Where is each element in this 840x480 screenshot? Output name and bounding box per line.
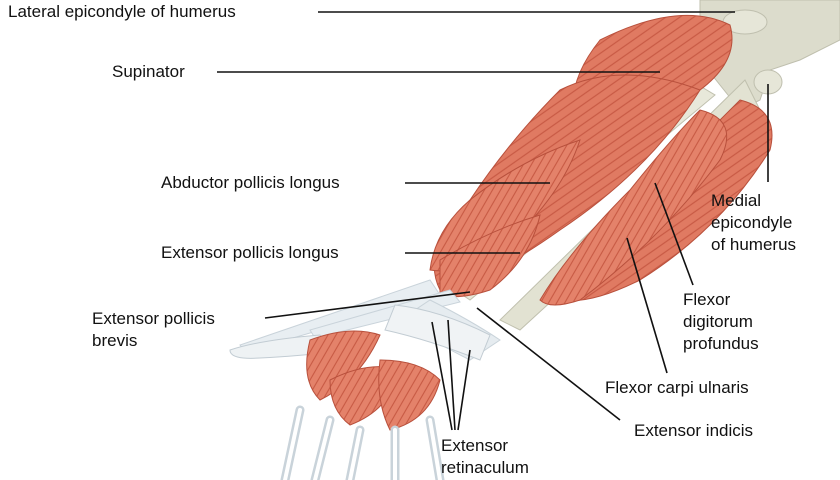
label-extensor-retinaculum: Extensor retinaculum xyxy=(441,436,529,477)
label-extensor-pollicis-longus: Extensor pollicis longus xyxy=(161,243,339,262)
label-flexor-digitorum-profundus: Flexor digitorum profundus xyxy=(683,290,759,353)
extensor-pollicis-longus-muscle xyxy=(439,214,541,298)
leader-retinaculum-1 xyxy=(431,321,453,431)
finger-bones xyxy=(280,405,445,480)
leader-flexor-digitorum-profundus xyxy=(654,182,694,286)
leader-flexor-carpi-ulnaris xyxy=(626,237,668,374)
label-abductor-pollicis-longus: Abductor pollicis longus xyxy=(161,173,340,192)
label-extensor-indicis: Extensor indicis xyxy=(634,421,754,440)
flexor-carpi-ulnaris-muscle xyxy=(539,109,728,306)
leader-retinaculum-2 xyxy=(447,319,456,431)
extensor-retinaculum-band xyxy=(384,304,491,361)
leader-retinaculum-3 xyxy=(457,349,471,431)
thumb xyxy=(229,334,331,359)
leader-extensor-indicis xyxy=(476,307,621,421)
label-lateral-epicondyle: Lateral epicondyle of humerus xyxy=(8,2,236,21)
label-medial-epicondyle: Medial epicondyle of humerus xyxy=(711,191,797,254)
label-flexor-carpi-ulnaris: Flexor carpi ulnaris xyxy=(605,378,749,397)
hand-muscle-3 xyxy=(378,359,441,431)
finger-bones-outline xyxy=(283,408,442,480)
leader-extensor-pollicis-brevis xyxy=(264,291,471,319)
label-supinator: Supinator xyxy=(112,62,185,81)
label-extensor-pollicis-brevis: Extensor pollicis brevis xyxy=(92,309,215,350)
